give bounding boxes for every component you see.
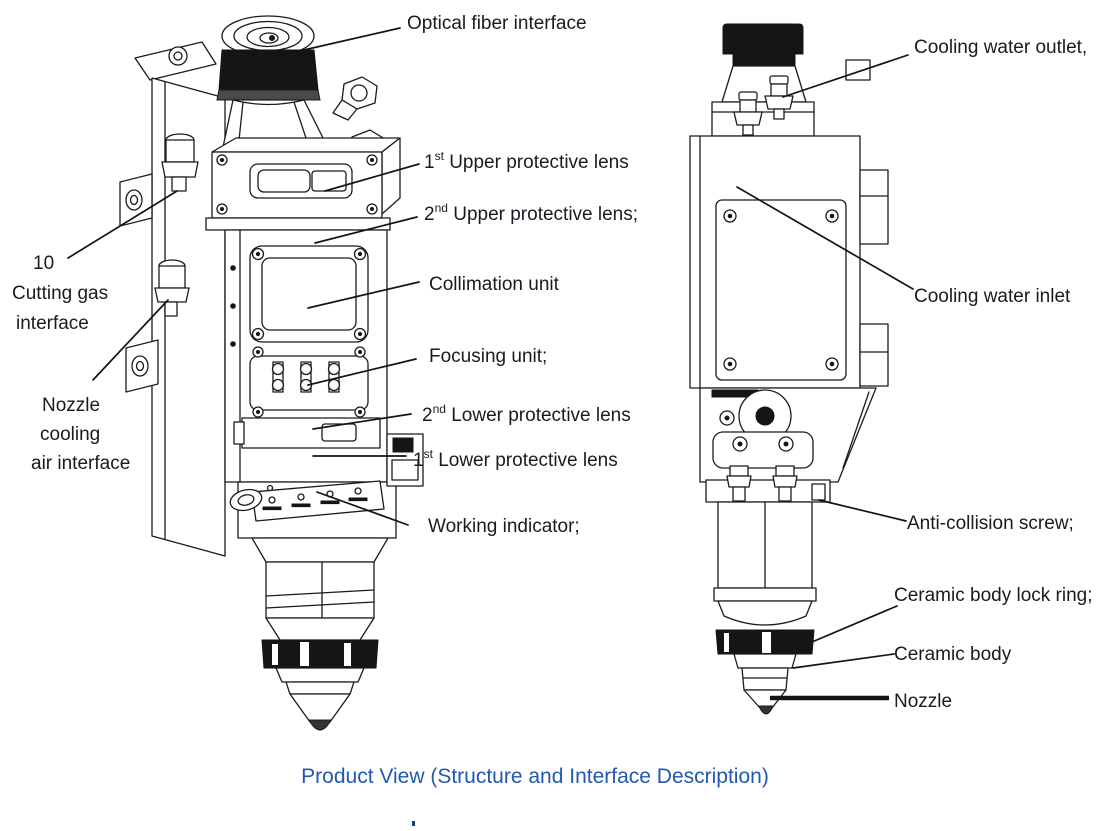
focus-adjusters: [271, 361, 341, 393]
label-cooling-water-outlet: Cooling water outlet,: [914, 37, 1088, 58]
nozzle-cooling-air-connector: [154, 259, 190, 317]
leader-upper-lens-2: [314, 216, 418, 244]
leader-focusing-unit: [307, 358, 417, 386]
text-cursor-mark: [412, 821, 415, 826]
bracket-fittings: [726, 465, 798, 502]
leader-nozzle-cooling-air: [92, 299, 169, 381]
leader-lines: [67, 27, 914, 701]
leader-cooling-water-outlet: [782, 54, 909, 98]
leader-cutting-gas-interface: [67, 190, 178, 259]
label-collimation-unit: Collimation unit: [429, 274, 559, 295]
label-nozzle: Nozzle: [894, 691, 953, 712]
label-focusing-unit: Focusing unit;: [429, 346, 548, 367]
right-view-side-head: [689, 23, 889, 715]
main-body-side: [689, 135, 889, 389]
lower-body-side: [699, 387, 877, 503]
label-working-indicator: Working indicator;: [428, 516, 580, 537]
label-ceramic-body-lock-ring: Ceramic body lock ring;: [894, 585, 1093, 606]
upper-lens-module: [205, 137, 401, 231]
anti-collision-screw-part: [811, 483, 826, 501]
diagram-caption: Product View (Structure and Interface De…: [301, 765, 769, 788]
nozzle-assembly-left: [251, 537, 389, 731]
label-cutting-gas-interface: 10 Cutting gas interface: [12, 253, 109, 334]
leader-lower-lens-2: [312, 413, 412, 430]
indicator-section: [229, 433, 424, 539]
leader-cooling-water-inlet: [736, 186, 914, 290]
left-view-isometric-head: [119, 15, 424, 731]
leader-ceramic-body-lock-ring: [811, 605, 898, 643]
main-body: [224, 229, 388, 483]
label-nozzle-cooling-air-interface: Nozzle cooling air interface: [31, 395, 131, 474]
leader-collimation-unit: [307, 281, 420, 309]
leader-optical-fiber-interface: [294, 27, 401, 53]
label-optical-fiber-interface: Optical fiber interface: [407, 13, 587, 34]
water-fitting-mid: [733, 91, 763, 136]
leader-working-indicator: [316, 491, 409, 526]
label-lower-protective-lens-2: 2nd Lower protective lens: [422, 401, 631, 426]
optical-fiber-connector: [216, 15, 331, 153]
label-upper-protective-lens-1: 1st Upper protective lens: [424, 148, 629, 173]
label-lower-protective-lens-1: 1st Lower protective lens: [413, 446, 618, 471]
label-upper-protective-lens-2: 2nd Upper protective lens;: [424, 200, 639, 225]
label-anti-collision-screw: Anti-collision screw;: [907, 513, 1074, 534]
label-cooling-water-inlet: Cooling water inlet: [914, 286, 1071, 307]
cooling-water-outlet-fitting: [764, 75, 794, 120]
leader-ceramic-body: [792, 653, 895, 669]
cutting-gas-connector: [161, 133, 199, 192]
nozzle-assembly-right: [713, 501, 817, 715]
label-ceramic-body: Ceramic body: [894, 644, 1012, 665]
leader-anti-collision-screw: [818, 499, 907, 522]
leader-upper-lens-1: [324, 163, 420, 192]
